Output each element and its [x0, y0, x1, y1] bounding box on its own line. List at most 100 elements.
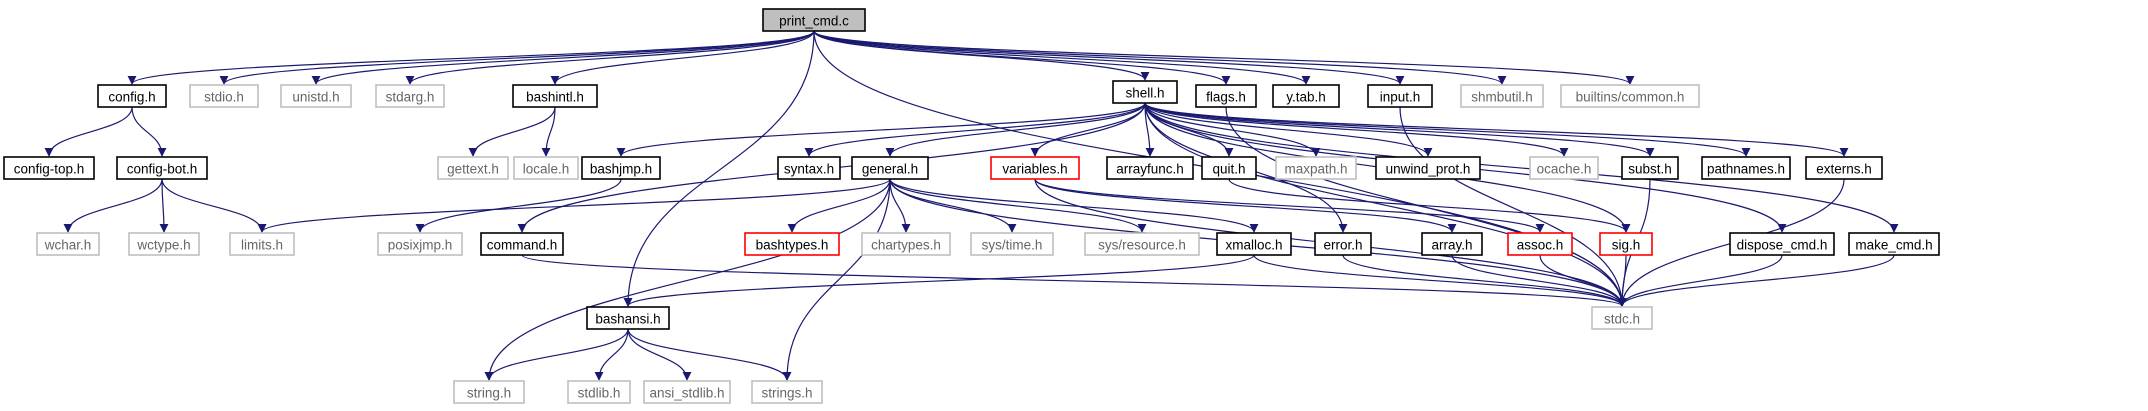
edge-config_bot-to-wctype: [159, 178, 169, 233]
edge-array-to-stdc: [1451, 254, 1627, 307]
node-box-sig: [1599, 232, 1653, 256]
edge-bashjmp-to-posixjmp: [415, 178, 622, 233]
node-bashansi[interactable]: bashansi.h: [586, 306, 670, 330]
node-locale: locale.h: [513, 156, 579, 180]
node-sysresource: sys/resource.h: [1084, 232, 1200, 256]
node-label-bashansi: bashansi.h: [595, 312, 660, 327]
node-ocache: ocache.h: [1529, 156, 1599, 180]
node-label-unwind_prot: unwind_prot.h: [1386, 162, 1471, 177]
node-label-gettext: gettext.h: [447, 162, 499, 177]
node-bashtypes[interactable]: bashtypes.h: [744, 232, 840, 256]
node-xmalloc[interactable]: xmalloc.h: [1216, 232, 1292, 256]
edge-config_bot-to-limits: [161, 178, 267, 233]
edge-print_cmd-to-stdio: [219, 30, 815, 85]
node-label-locale: locale.h: [523, 162, 570, 177]
edge-general-to-chartypes: [889, 178, 911, 233]
node-gettext: gettext.h: [437, 156, 509, 180]
node-box-bashintl: [512, 84, 598, 108]
node-general[interactable]: general.h: [851, 156, 929, 180]
edge-variables-to-array: [1034, 178, 1457, 233]
edge-xmalloc-to-bashansi: [623, 254, 1255, 307]
node-label-shmbutil: shmbutil.h: [1471, 90, 1533, 105]
node-box-posixjmp: [377, 232, 463, 256]
edge-bashintl-to-locale: [541, 106, 556, 157]
node-command[interactable]: command.h: [480, 232, 564, 256]
node-label-quit: quit.h: [1212, 162, 1245, 177]
node-box-stdc: [1591, 306, 1653, 330]
node-config[interactable]: config.h: [97, 84, 167, 108]
edge-general-to-xmalloc: [889, 178, 1259, 233]
node-box-shell: [1112, 80, 1178, 104]
node-variables[interactable]: variables.h: [990, 156, 1080, 180]
node-flags[interactable]: flags.h: [1195, 84, 1257, 108]
node-box-bashjmp: [581, 156, 661, 180]
edge-flags-to-stdc: [1225, 106, 1627, 307]
node-box-bashtypes: [744, 232, 840, 256]
edge-print_cmd-to-bashintl: [550, 30, 815, 85]
node-unistd: unistd.h: [280, 84, 352, 108]
node-config_top[interactable]: config-top.h: [3, 156, 95, 180]
node-pathnames[interactable]: pathnames.h: [1701, 156, 1791, 180]
node-label-builtins_common: builtins/common.h: [1576, 90, 1685, 105]
edge-error-to-stdc: [1342, 254, 1627, 307]
edge-bashintl-to-gettext: [468, 106, 556, 157]
node-ytab[interactable]: y.tab.h: [1272, 84, 1340, 108]
node-label-pathnames: pathnames.h: [1707, 162, 1785, 177]
node-subst[interactable]: subst.h: [1621, 156, 1679, 180]
node-label-config_top: config-top.h: [14, 162, 85, 177]
node-box-command: [480, 232, 564, 256]
node-systime: sys/time.h: [970, 232, 1054, 256]
node-box-array: [1421, 232, 1483, 256]
node-wctype: wctype.h: [128, 232, 200, 256]
edge-config-to-config_top: [44, 106, 133, 157]
edge-shell-to-externs: [1144, 102, 1849, 157]
node-label-bashjmp: bashjmp.h: [590, 162, 652, 177]
node-box-string: [453, 380, 525, 404]
node-input[interactable]: input.h: [1367, 84, 1433, 108]
node-label-unistd: unistd.h: [292, 90, 339, 105]
node-assoc[interactable]: assoc.h: [1507, 232, 1573, 256]
node-config_bot[interactable]: config-bot.h: [116, 156, 208, 180]
node-chartypes: chartypes.h: [861, 232, 951, 256]
node-sig[interactable]: sig.h: [1599, 232, 1653, 256]
node-box-unistd: [280, 84, 352, 108]
node-box-print_cmd: [762, 8, 866, 32]
node-wchar: wchar.h: [36, 232, 100, 256]
node-box-ytab: [1272, 84, 1340, 108]
node-box-error: [1314, 232, 1372, 256]
node-bashjmp[interactable]: bashjmp.h: [581, 156, 661, 180]
node-label-input: input.h: [1380, 90, 1421, 105]
node-label-command: command.h: [487, 238, 558, 253]
edge-print_cmd-to-input: [813, 30, 1405, 85]
node-box-flags: [1195, 84, 1257, 108]
node-label-make_cmd: make_cmd.h: [1855, 238, 1932, 253]
node-label-error: error.h: [1323, 238, 1362, 253]
node-syntax[interactable]: syntax.h: [777, 156, 841, 180]
edge-variables-to-assoc: [1034, 178, 1545, 233]
node-make_cmd[interactable]: make_cmd.h: [1848, 232, 1940, 256]
node-unwind_prot[interactable]: unwind_prot.h: [1375, 156, 1481, 180]
node-box-locale: [513, 156, 579, 180]
node-box-ocache: [1529, 156, 1599, 180]
edge-input-to-stdc: [1399, 106, 1627, 307]
edge-shell-to-bashjmp: [616, 102, 1146, 157]
node-label-config_bot: config-bot.h: [127, 162, 198, 177]
node-label-xmalloc: xmalloc.h: [1225, 238, 1282, 253]
node-print_cmd[interactable]: print_cmd.c: [762, 8, 866, 32]
edge-general-to-sysresource: [889, 178, 1147, 233]
node-box-config_bot: [116, 156, 208, 180]
node-box-unwind_prot: [1375, 156, 1481, 180]
node-array[interactable]: array.h: [1421, 232, 1483, 256]
node-bashintl[interactable]: bashintl.h: [512, 84, 598, 108]
node-label-ytab: y.tab.h: [1286, 90, 1326, 105]
node-dispose_cmd[interactable]: dispose_cmd.h: [1729, 232, 1835, 256]
node-box-builtins_common: [1560, 84, 1700, 108]
node-shell[interactable]: shell.h: [1112, 80, 1178, 104]
node-arrayfunc[interactable]: arrayfunc.h: [1106, 156, 1194, 180]
edge-shell-to-ocache: [1144, 102, 1569, 157]
node-externs[interactable]: externs.h: [1805, 156, 1883, 180]
node-error[interactable]: error.h: [1314, 232, 1372, 256]
node-label-general: general.h: [862, 162, 918, 177]
node-quit[interactable]: quit.h: [1201, 156, 1257, 180]
node-label-bashintl: bashintl.h: [526, 90, 584, 105]
